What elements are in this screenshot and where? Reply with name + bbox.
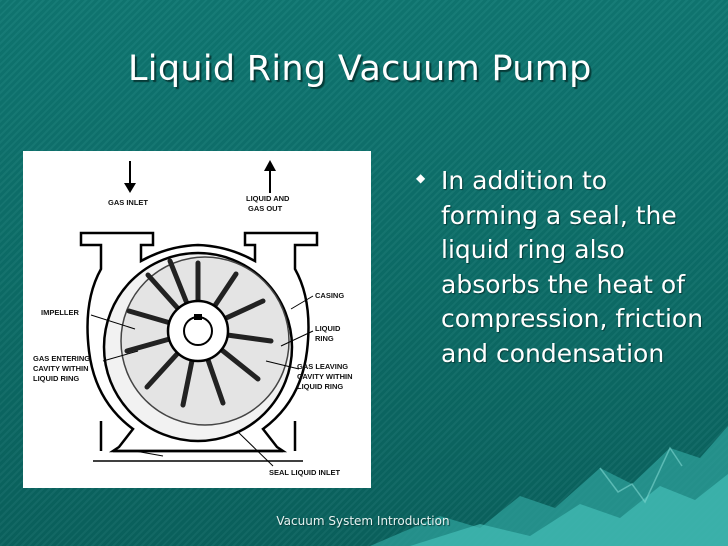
bullet-list: ◆ In addition to forming a seal, the liq… [413,164,713,454]
label-liquid-ring-2: LIQUID RING [297,382,343,391]
shaft-key [194,314,202,320]
gas-out-arrow-icon [264,160,276,193]
label-seal-liquid-inlet: SEAL LIQUID INLET [269,468,341,477]
pump-diagram: GAS INLET LIQUID AND GAS OUT CASING IMPE… [23,151,371,488]
label-impeller: IMPELLER [41,308,80,317]
label-liquid-ring-1: LIQUID RING [33,374,79,383]
leader-lines [90,295,314,467]
shaft [183,316,213,346]
label-cavity-within-2: CAVITY WITHIN [297,372,353,381]
label-ring: RING [315,334,334,343]
gas-inlet-arrow-icon [124,161,136,193]
label-liquid-and: LIQUID AND [246,194,290,203]
label-cavity-within-1: CAVITY WITHIN [33,364,89,373]
label-casing: CASING [315,291,344,300]
label-gas-entering: GAS ENTERING [33,354,90,363]
pump-diagram-drawing: GAS INLET LIQUID AND GAS OUT CASING IMPE… [33,160,353,477]
label-gas-leaving: GAS LEAVING [297,362,348,371]
slide-footer: Vacuum System Introduction [276,514,450,528]
diamond-bullet-icon: ◆ [416,171,426,185]
mountain-decoration [370,426,728,546]
label-liquid: LIQUID [315,324,341,333]
label-gas-out: GAS OUT [248,204,283,213]
slide-title: Liquid Ring Vacuum Pump [128,49,592,89]
bullet-text: In addition to forming a seal, the liqui… [441,166,704,368]
label-gas-inlet: GAS INLET [108,198,148,207]
